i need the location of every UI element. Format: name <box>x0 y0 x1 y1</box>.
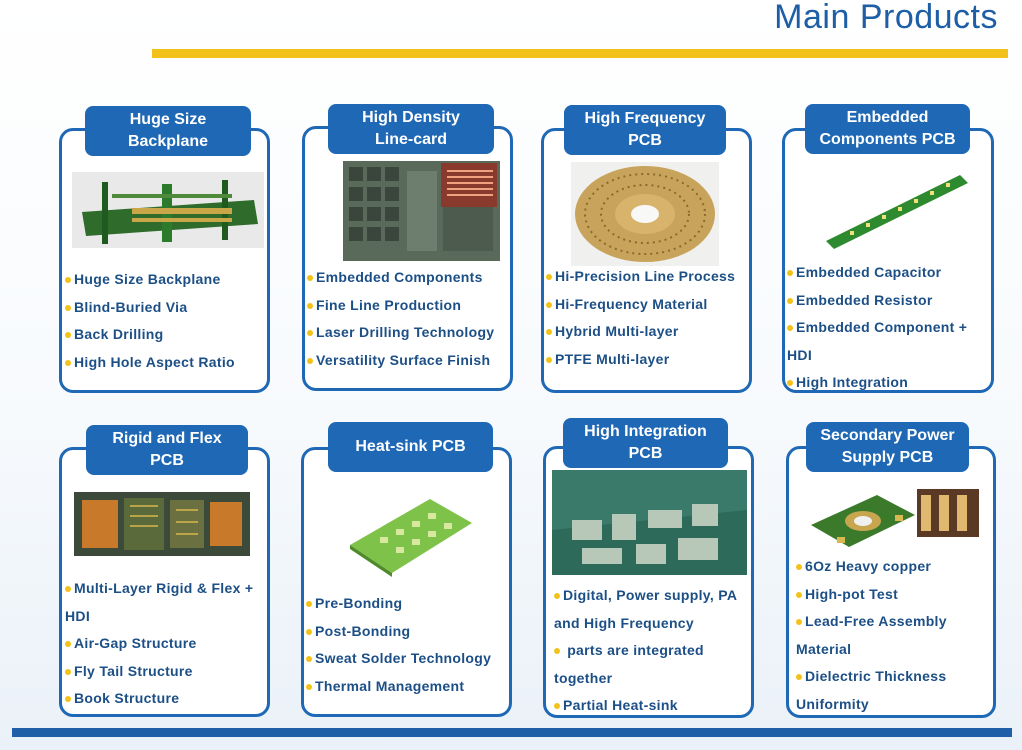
feature-item: Back Drilling <box>65 321 265 349</box>
feature-list: Huge Size Backplane Blind-Buried Via Bac… <box>65 266 265 376</box>
feature-item: 6Oz Heavy copper <box>796 553 996 581</box>
high-frequency-disc-photo <box>571 162 719 266</box>
feature-item: Thermal Management <box>306 673 511 701</box>
feature-item: Hybrid Multi-layer <box>546 318 751 346</box>
feature-item: High-pot Test <box>796 581 996 609</box>
feature-item: High Integration <box>787 369 992 397</box>
feature-item: Sweat Solder Technology <box>306 645 511 673</box>
heat-sink-board-photo <box>340 485 480 585</box>
feature-list: 6Oz Heavy copper High-pot Test Lead-Free… <box>796 553 996 718</box>
product-card-title: Heat-sink PCB <box>328 422 493 472</box>
feature-list: Pre-Bonding Post-Bonding Sweat Solder Te… <box>306 590 511 700</box>
feature-item: Blind-Buried Via <box>65 294 265 322</box>
product-card-title: High Frequency PCB <box>564 105 726 155</box>
feature-item: HDI <box>65 607 91 624</box>
product-card-title: High Integration PCB <box>563 418 728 468</box>
product-card-heat-sink-pcb <box>301 447 512 717</box>
feature-list: Embedded Capacitor Embedded Resistor Emb… <box>787 259 992 397</box>
feature-item: Multi-Layer Rigid & Flex + <box>65 575 268 603</box>
page-title: Main Products <box>774 0 998 36</box>
line-card-board-photo <box>343 161 500 261</box>
feature-item: Hi-Frequency Material <box>546 291 751 319</box>
feature-item: Dielectric Thickness <box>796 663 996 691</box>
feature-item: Embedded Resistor <box>787 287 992 315</box>
feature-list: Multi-Layer Rigid & Flex + HDI Air-Gap S… <box>65 575 268 713</box>
feature-item: Pre-Bonding <box>306 590 511 618</box>
feature-item: Embedded Components <box>307 264 512 292</box>
product-card-title: Embedded Components PCB <box>805 104 970 154</box>
feature-item: Lead-Free Assembly <box>796 608 996 636</box>
feature-item: Book Structure <box>65 685 268 713</box>
product-card-title: Rigid and Flex PCB <box>86 425 248 475</box>
feature-item: Partial Heat-sink <box>554 692 754 720</box>
feature-item: High Hole Aspect Ratio <box>65 349 265 377</box>
feature-item: Embedded Capacitor <box>787 259 992 287</box>
backplane-board-photo <box>72 172 264 248</box>
product-card-embedded-components-pcb <box>782 128 994 393</box>
feature-item: Air-Gap Structure <box>65 630 268 658</box>
title-underline <box>152 49 1008 58</box>
feature-item: PTFE Multi-layer <box>546 346 751 374</box>
feature-item: Uniformity <box>796 695 869 712</box>
rigid-flex-board-photo <box>74 492 250 556</box>
feature-item: Hi-Precision Line Process <box>546 263 751 291</box>
feature-item: Digital, Power supply, PA <box>554 582 754 610</box>
feature-list: Embedded Components Fine Line Production… <box>307 264 512 374</box>
footer-bar <box>12 728 1012 737</box>
feature-item: Fly Tail Structure <box>65 658 268 686</box>
feature-item: Material <box>796 640 852 657</box>
feature-item: Huge Size Backplane <box>65 266 265 294</box>
feature-item: Laser Drilling Technology <box>307 319 512 347</box>
product-card-title: High Density Line-card <box>328 104 494 154</box>
feature-item: Versatility Surface Finish <box>307 347 512 375</box>
feature-item: together <box>554 669 613 686</box>
feature-item: and High Frequency <box>554 614 694 631</box>
high-integration-panel-photo <box>552 470 747 575</box>
product-card-title: Huge Size Backplane <box>85 106 251 156</box>
embedded-strip-board-photo <box>820 165 970 255</box>
feature-item: Embedded Component + <box>787 314 992 342</box>
power-supply-board-photo <box>807 485 979 555</box>
feature-item: parts are integrated <box>554 637 754 665</box>
feature-item: Post-Bonding <box>306 618 511 646</box>
feature-item: Fine Line Production <box>307 292 512 320</box>
feature-item: HDI <box>787 346 813 363</box>
feature-list: Hi-Precision Line Process Hi-Frequency M… <box>546 263 751 373</box>
feature-list: Digital, Power supply, PA and High Frequ… <box>554 582 754 720</box>
product-card-title: Secondary Power Supply PCB <box>806 422 969 472</box>
